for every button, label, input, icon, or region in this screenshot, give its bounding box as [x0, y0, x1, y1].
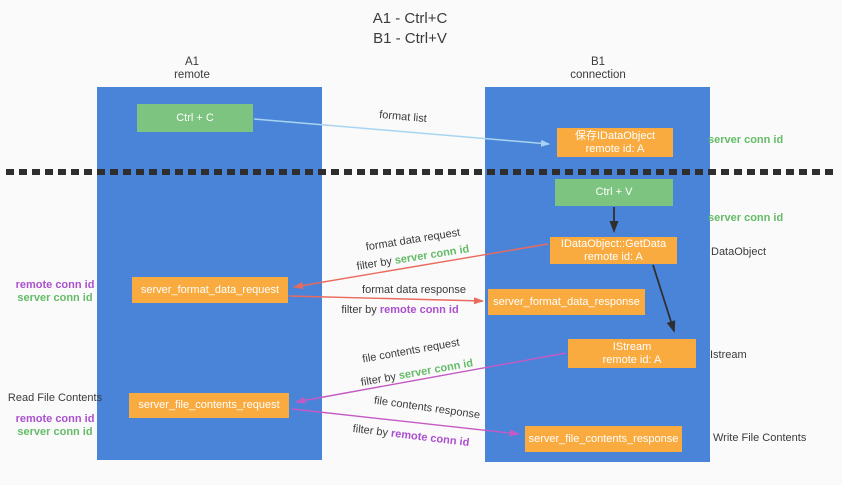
filter-by-text: filter by — [359, 370, 400, 389]
filter-by-text: filter by — [355, 254, 396, 273]
column-a1-id: A1 — [184, 56, 200, 68]
column-b1-id: B1 — [590, 56, 606, 68]
node-istream-line2: remote id: A — [602, 353, 662, 366]
node-file-request-label: server_file_contents_request — [138, 399, 280, 411]
annotation-stack-format: remote conn id server conn id — [0, 279, 110, 305]
annotation-write-file-contents: Write File Contents — [713, 432, 807, 444]
column-header-b1: B1 connection — [518, 56, 678, 82]
node-idataobject-getdata: IDataObject::GetData remote id: A — [550, 237, 677, 264]
annotation-remote-conn-id-1: remote conn id — [15, 279, 95, 291]
label-filter-format-response: filter by remote conn id — [341, 304, 458, 316]
node-ctrl-v: Ctrl + V — [555, 179, 673, 206]
annotation-server-conn-id-3: server conn id — [17, 292, 93, 304]
column-b1-role: connection — [570, 69, 626, 81]
node-server-file-contents-response: server_file_contents_response — [525, 426, 682, 452]
node-istream: IStream remote id: A — [568, 339, 696, 368]
node-ctrl-c: Ctrl + C — [137, 104, 253, 132]
column-a1-role: remote — [174, 69, 210, 81]
annotation-stack-file: Read File Contents remote conn id server… — [0, 392, 110, 439]
label-format-list: format list — [378, 108, 428, 126]
column-header-a1: A1 remote — [112, 56, 272, 82]
filter-key-remote-conn-id: remote conn id — [379, 304, 459, 316]
node-getdata-line2: remote id: A — [584, 250, 643, 263]
annotation-server-conn-id-2: server conn id — [708, 212, 784, 224]
annotation-remote-conn-id-2: remote conn id — [15, 413, 95, 425]
annotation-server-conn-id-1: server conn id — [708, 134, 784, 146]
filter-by-text: filter by — [341, 304, 380, 316]
annotation-read-file-contents: Read File Contents — [7, 392, 103, 404]
node-ctrl-c-label: Ctrl + C — [176, 111, 214, 124]
node-server-format-data-request: server_format_data_request — [132, 277, 288, 303]
filter-key-server-conn-id: server conn id — [397, 357, 475, 383]
annotation-istream: Istream — [710, 349, 747, 361]
node-format-response-label: server_format_data_response — [493, 295, 640, 308]
filter-key-remote-conn-id: remote conn id — [390, 427, 470, 450]
node-save-idataobject: 保存IDataObject remote id: A — [557, 128, 673, 157]
annotation-server-conn-id-4: server conn id — [17, 426, 93, 438]
copy-paste-divider-line — [6, 169, 836, 175]
node-istream-line1: IStream — [612, 341, 652, 353]
node-save-idataobject-line1: 保存IDataObject — [574, 130, 656, 142]
annotation-dataobject: DataObject — [711, 246, 767, 258]
title-line-2: B1 - Ctrl+V — [373, 30, 447, 47]
node-getdata-line1: IDataObject::GetData — [560, 238, 667, 250]
label-format-data-response: format data response — [362, 284, 466, 296]
node-file-response-label: server_file_contents_response — [528, 432, 679, 445]
node-save-idataobject-line2: remote id: A — [585, 142, 645, 155]
node-format-request-label: server_format_data_request — [140, 283, 280, 296]
filter-by-text: filter by — [352, 422, 392, 440]
diagram-title: A1 - Ctrl+C B1 - Ctrl+V — [0, 9, 820, 49]
label-file-contents-response: file contents response — [373, 394, 481, 422]
node-server-file-contents-request: server_file_contents_request — [129, 393, 289, 418]
title-line-1: A1 - Ctrl+C — [372, 10, 448, 27]
label-filter-file-response: filter by remote conn id — [352, 423, 470, 449]
node-ctrl-v-label: Ctrl + V — [595, 186, 633, 198]
node-server-format-data-response: server_format_data_response — [488, 289, 645, 315]
